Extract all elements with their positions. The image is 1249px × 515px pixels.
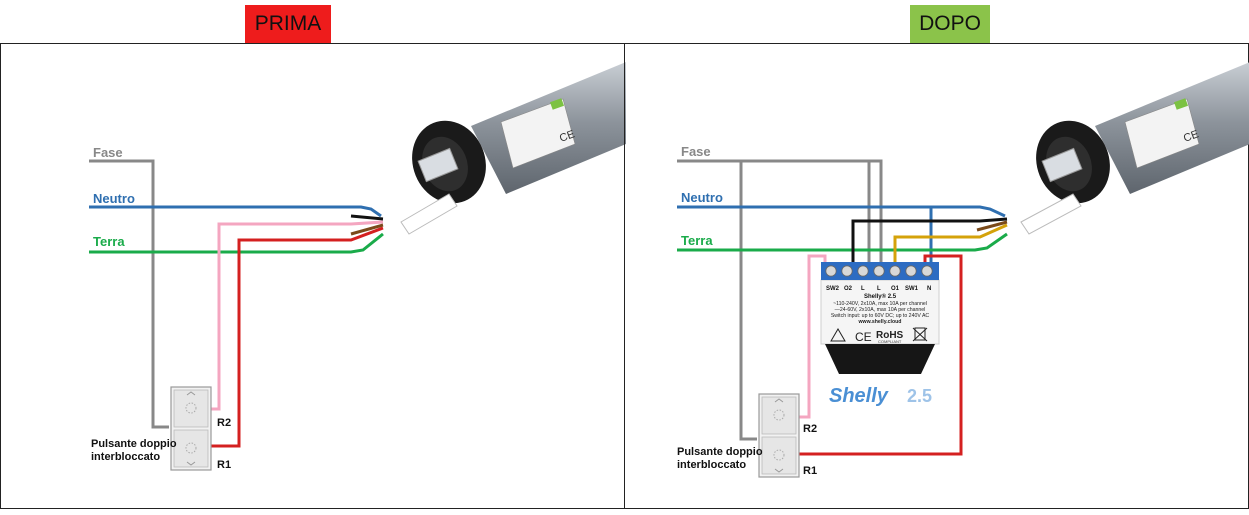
phase-label: Fase bbox=[93, 145, 123, 160]
terminal-label-7: N bbox=[927, 286, 931, 292]
rohs-compliant: COMPLIANT bbox=[878, 339, 902, 344]
shelly-terminals bbox=[825, 265, 933, 277]
up-arrow-icon bbox=[774, 398, 784, 403]
r2-label: R2 bbox=[803, 423, 817, 435]
neutral-label: Neutro bbox=[681, 190, 723, 205]
tubular-motor: CE bbox=[400, 62, 626, 235]
shelly-module: SW2 O2 L L O1 SW1 N Shelly® 2.5 ~110-240… bbox=[820, 262, 940, 374]
terminal-label-5: O1 bbox=[891, 286, 900, 292]
double-push-button-switch bbox=[758, 393, 800, 478]
double-push-button-switch bbox=[170, 386, 212, 471]
ce-mark: CE bbox=[855, 330, 872, 344]
red-wire bbox=[797, 254, 963, 456]
r2-label: R2 bbox=[217, 417, 231, 429]
terminal-label-2: O2 bbox=[844, 286, 853, 292]
svg-text:CE: CE bbox=[1182, 128, 1200, 145]
earth-wire bbox=[89, 232, 384, 254]
brown-wire bbox=[976, 220, 1008, 232]
switch-label-line1: Pulsante doppio bbox=[91, 438, 177, 450]
down-arrow-icon bbox=[774, 468, 784, 473]
neutral-label: Neutro bbox=[93, 191, 135, 206]
tubular-motor: CE bbox=[1020, 62, 1249, 235]
down-arrow-icon bbox=[186, 461, 196, 466]
earth-wire bbox=[677, 232, 1008, 252]
black-wire bbox=[851, 217, 1008, 266]
before-badge: PRIMA bbox=[245, 5, 331, 43]
black-wire bbox=[350, 214, 384, 221]
after-panel: CE Fase Neutro Terra SW2 O2 L L bbox=[624, 43, 1249, 509]
phase-to-switch-wire bbox=[739, 161, 757, 441]
terminal-label-1: SW2 bbox=[826, 286, 840, 292]
phase-wire bbox=[89, 159, 169, 429]
r1-label: R1 bbox=[217, 459, 231, 471]
pink-wire bbox=[797, 254, 827, 419]
switch-label-line2: interbloccato bbox=[677, 459, 746, 471]
yellow-wire bbox=[893, 223, 1008, 266]
red-wire bbox=[209, 226, 384, 448]
terminal-label-6: SW1 bbox=[905, 286, 919, 292]
svg-text:Shelly: Shelly bbox=[829, 385, 889, 407]
r1-label: R1 bbox=[803, 465, 817, 477]
up-arrow-icon bbox=[186, 391, 196, 396]
shelly-model: Shelly® 2.5 bbox=[864, 293, 897, 300]
terminal-label-3: L bbox=[861, 286, 865, 292]
terminal-label-4: L bbox=[877, 286, 881, 292]
shelly-spec-1: ~110-240V, 2x10A, max 10A per channel bbox=[833, 301, 927, 307]
shelly-url: www.shelly.cloud bbox=[858, 319, 902, 325]
earth-label: Terra bbox=[93, 234, 125, 249]
before-wiring-diagram: CE Fase Neutro Terra R2 R1 Pulsante dopp… bbox=[89, 62, 626, 471]
neutral-wire bbox=[677, 205, 1006, 218]
shelly-logo: Shelly 2.5 bbox=[829, 385, 932, 407]
phase-wire bbox=[677, 159, 883, 266]
brown-wire bbox=[350, 223, 384, 236]
after-wiring-diagram: CE Fase Neutro Terra SW2 O2 L L bbox=[677, 62, 1249, 478]
earth-label: Terra bbox=[681, 233, 713, 248]
switch-label-line1: Pulsante doppio bbox=[677, 446, 763, 458]
warning-triangle-icon bbox=[830, 328, 846, 342]
neutral-wire bbox=[89, 205, 382, 218]
before-panel: CE Fase Neutro Terra R2 R1 Pulsante dopp… bbox=[0, 43, 626, 509]
shelly-spec-2: —24-60V, 2x10A, max 10A per channel bbox=[835, 307, 926, 313]
pink-wire bbox=[209, 220, 384, 411]
rohs-mark: RoHS bbox=[876, 330, 904, 341]
after-badge: DOPO bbox=[910, 5, 990, 43]
switch-label-line2: interbloccato bbox=[91, 451, 160, 463]
svg-text:CE: CE bbox=[558, 128, 576, 145]
weee-bin-icon bbox=[914, 327, 926, 341]
phase-label: Fase bbox=[681, 144, 711, 159]
shelly-spec-3: Switch input: up to 60V DC; up to 240V A… bbox=[831, 313, 930, 319]
svg-text:2.5: 2.5 bbox=[907, 386, 932, 406]
